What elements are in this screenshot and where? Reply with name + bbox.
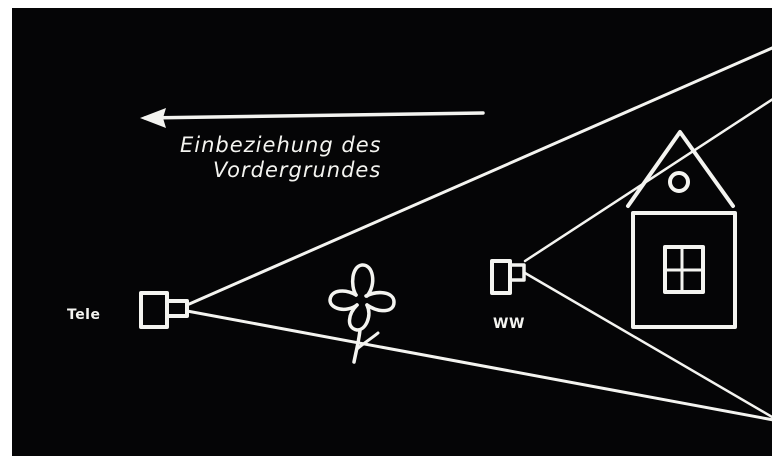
wide-camera-body [492, 261, 510, 293]
tele-camera-icon [141, 293, 187, 327]
wide-camera-label: WW [493, 316, 525, 332]
tele-camera-body [141, 293, 167, 327]
arrow-shaft [145, 113, 483, 118]
wide-camera-lens [510, 265, 524, 280]
flower-petal-top [353, 265, 373, 296]
house-round-window [670, 173, 688, 191]
house-icon [628, 132, 735, 327]
perspective-diagram: Einbeziehung des Vordergrundes Tele [12, 8, 772, 456]
caption-line-2: Vordergrundes [213, 158, 381, 182]
flower-petal-left [330, 291, 357, 309]
diagram-slide: Einbeziehung des Vordergrundes Tele [12, 8, 772, 456]
direction-arrow [140, 108, 483, 128]
tele-camera-label: Tele [67, 307, 100, 323]
house-roof [628, 132, 733, 206]
tele-camera-lens [167, 301, 187, 316]
caption-line-1: Einbeziehung des [180, 133, 382, 157]
flower-petal-right [366, 293, 394, 311]
wide-angle-camera-icon [492, 261, 524, 293]
arrow-head [140, 108, 166, 128]
